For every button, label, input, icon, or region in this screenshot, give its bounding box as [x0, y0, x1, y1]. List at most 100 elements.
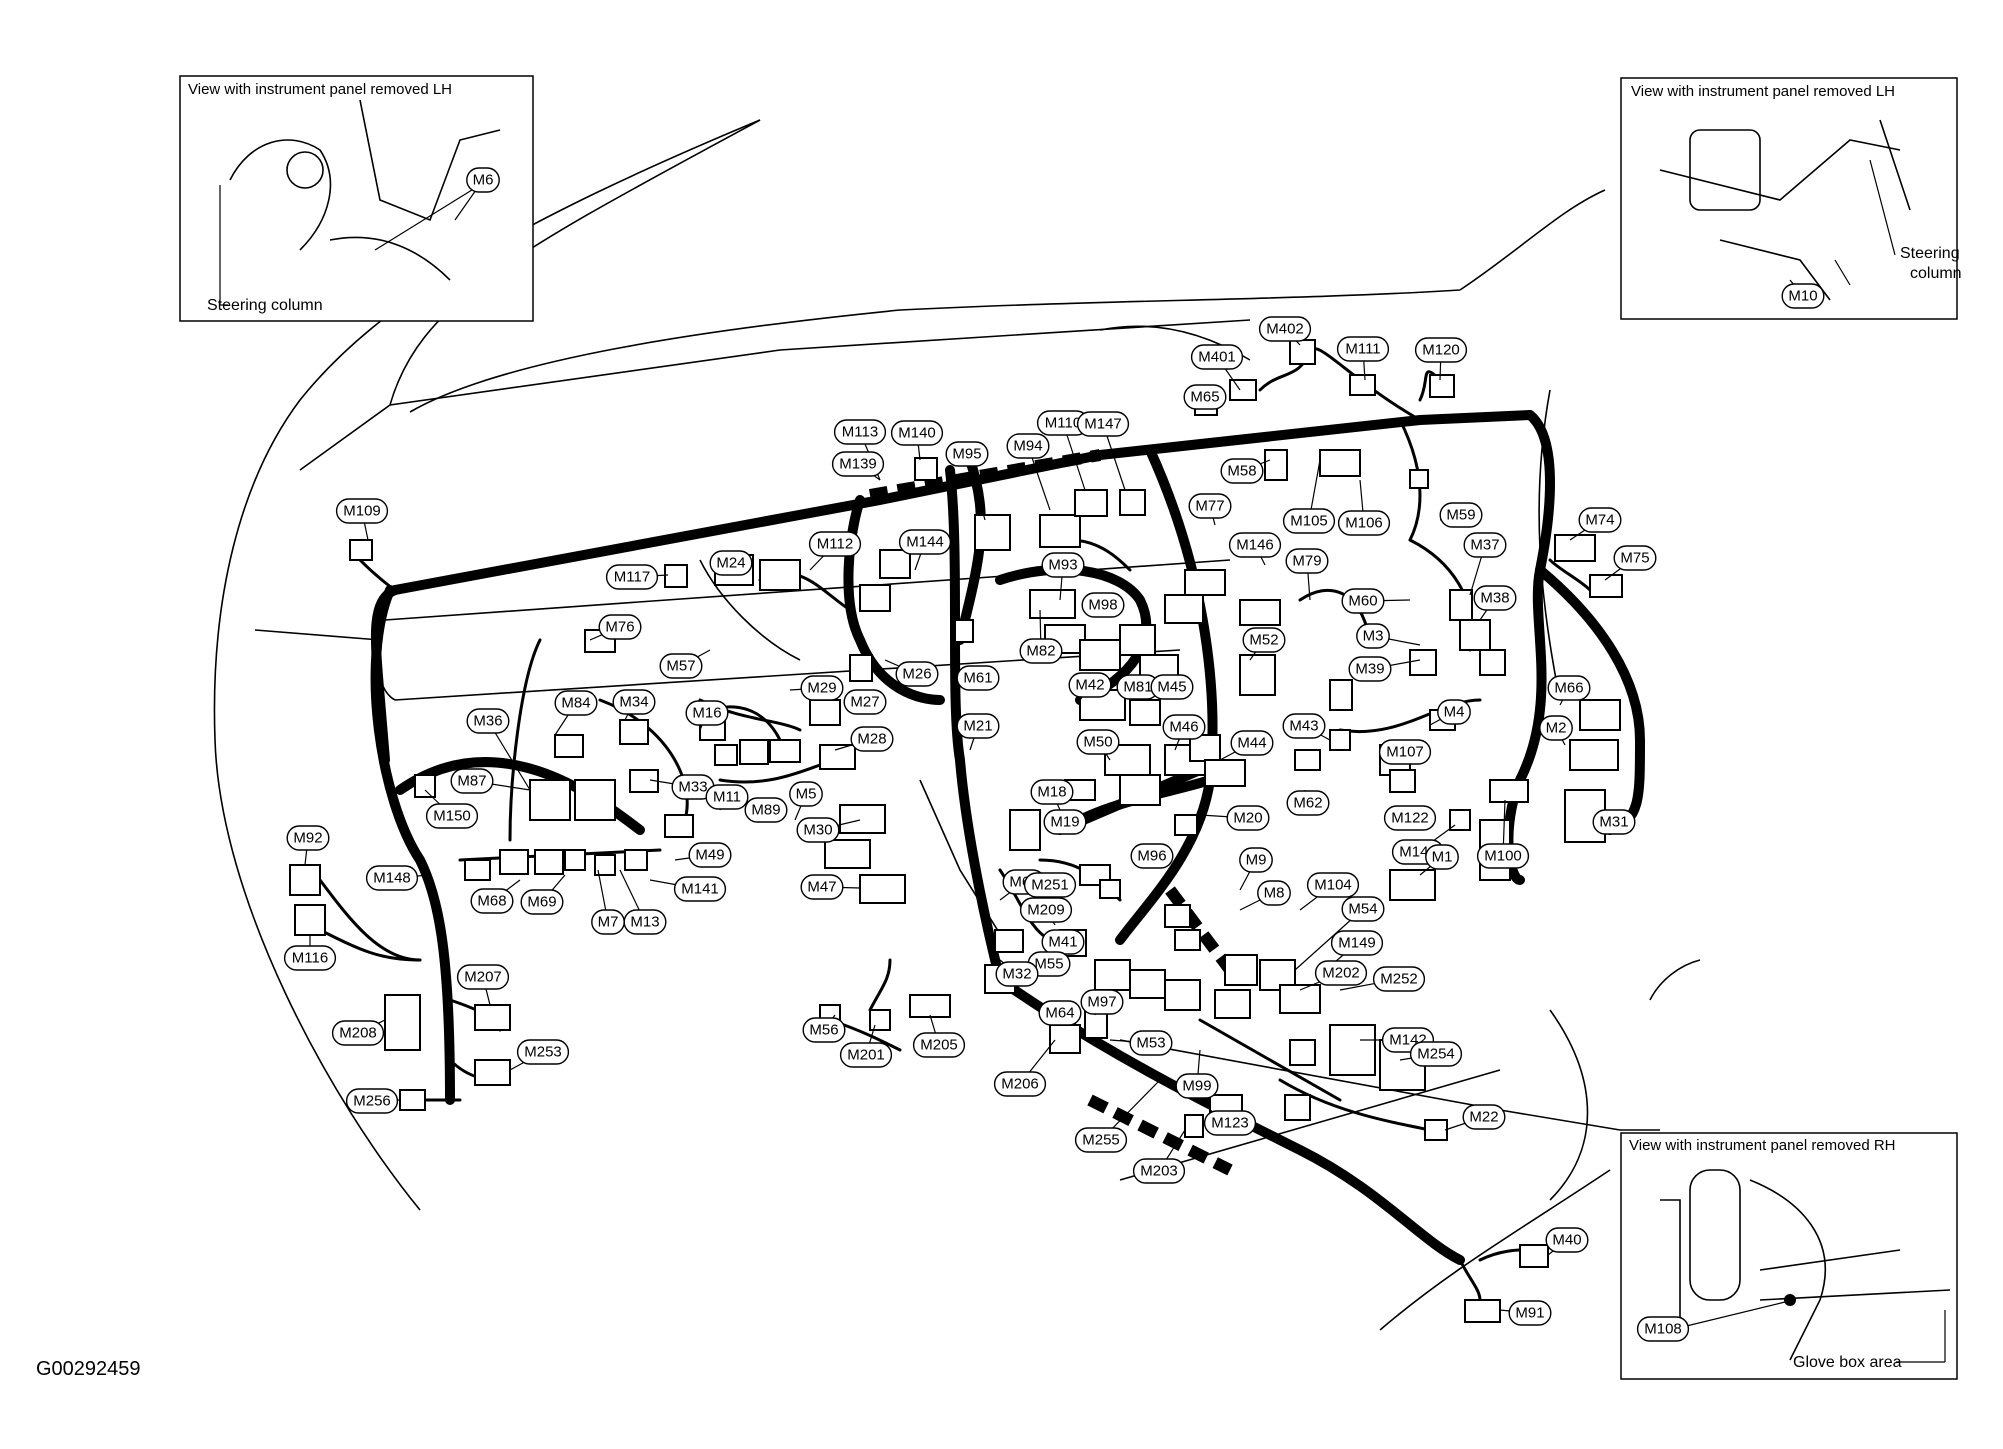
callout-label: M31	[1599, 814, 1628, 831]
callout-bubble	[995, 961, 1039, 987]
callout-label: M39	[1355, 661, 1384, 678]
callout-label: M75	[1620, 550, 1649, 567]
connector-callout-m52: M52	[1242, 627, 1286, 653]
callout-bubble	[1348, 656, 1392, 682]
connector-callout-m21: M21	[956, 713, 1000, 739]
connector-callout-m140: M140	[890, 420, 944, 446]
callout-label: M117	[614, 569, 650, 586]
callout-label: M205	[920, 1037, 958, 1054]
callout-bubble	[1473, 585, 1517, 611]
callout-label: M147	[1084, 416, 1122, 433]
callout-bubble	[1226, 805, 1270, 831]
connector-callout-m113: M113	[833, 419, 887, 445]
connector-callout-m251: M251	[1023, 872, 1077, 898]
connector-callout-m75: M75	[1613, 545, 1657, 571]
inset-lh-m61-note: Steering column	[207, 297, 323, 314]
callout-bubble	[1476, 843, 1530, 869]
callout-bubble	[898, 529, 952, 555]
callout-label: M99	[1182, 1078, 1211, 1095]
callout-label: M55	[1034, 956, 1063, 973]
callout-label: M110	[1045, 415, 1081, 432]
callout-bubble	[516, 1039, 570, 1065]
connector-callout-m76: M76	[598, 614, 642, 640]
callout-label: M66	[1554, 680, 1583, 697]
connector-callout-m42: M42	[1068, 672, 1112, 698]
callout-label: M76	[605, 619, 634, 636]
connector-callout-m32: M32	[995, 961, 1039, 987]
connector-callout-m68: M68	[470, 888, 514, 914]
callout-label: M95	[952, 446, 981, 463]
callout-label: M109	[343, 503, 381, 520]
connector-callout-m123: M123	[1203, 1110, 1257, 1136]
connector-callout-m49: M49	[688, 842, 732, 868]
connector-callout-m74: M74	[1578, 507, 1622, 533]
callout-bubble	[800, 874, 844, 900]
connector-callout-m65: M65	[1183, 384, 1227, 410]
connector-callout-m56: M56	[802, 1017, 846, 1043]
callout-bubble	[789, 781, 823, 807]
callout-label: M116	[292, 950, 328, 967]
connector-callout-m81: M81	[1116, 674, 1160, 700]
callout-label: M49	[695, 847, 724, 864]
connector-callout-m141: M141	[673, 876, 727, 902]
callout-bubble	[1282, 713, 1326, 739]
callout-bubble	[520, 889, 564, 915]
callout-bubble	[1282, 508, 1336, 534]
callout-label: M54	[1348, 901, 1377, 918]
connector-callout-m91: M91	[1508, 1300, 1552, 1326]
callout-label: M42	[1075, 677, 1104, 694]
callout-label: M58	[1227, 463, 1256, 480]
connector-callout-m99: M99	[1175, 1073, 1219, 1099]
connector-callout-m110: M110	[1036, 410, 1090, 436]
connector-callout-m256: M256	[345, 1088, 399, 1114]
callout-label: M20	[1233, 810, 1262, 827]
connector-callout-m252: M252	[1372, 966, 1426, 992]
callout-bubble	[1257, 880, 1291, 906]
connector-callout-m104: M104	[1306, 872, 1360, 898]
callout-label: M79	[1292, 553, 1321, 570]
connector-callout-m13: M13	[623, 909, 667, 935]
inset-lh-m61: View with instrument panel removed LH St…	[179, 75, 534, 322]
callout-bubble	[554, 690, 598, 716]
callout-label: M98	[1088, 597, 1117, 614]
connector-callout-m2: M2	[1539, 715, 1573, 741]
callout-label: M113	[842, 424, 878, 441]
connector-callout-m46: M46	[1162, 714, 1206, 740]
connector-callout-m207: M207	[456, 964, 510, 990]
callout-label: M28	[857, 731, 886, 748]
callout-label: M32	[1002, 966, 1031, 983]
connector-callout-m148: M148	[365, 865, 419, 891]
callout-bubble	[956, 665, 1000, 691]
callout-bubble	[1076, 411, 1130, 437]
callout-bubble	[1043, 809, 1087, 835]
connector-callout-m66: M66	[1547, 675, 1591, 701]
callout-label: M254	[1417, 1046, 1455, 1063]
connector-callout-m30: M30	[796, 817, 840, 843]
connector-callout-m64: M64	[1038, 1000, 1082, 1026]
callout-label: M29	[807, 680, 836, 697]
callout-bubble	[1080, 989, 1124, 1015]
callout-label: M36	[473, 713, 502, 730]
callout-label: M141	[681, 881, 719, 898]
connector-callout-m108: M108	[1636, 1316, 1690, 1342]
callout-bubble	[1019, 638, 1063, 664]
callout-bubble	[1175, 1073, 1219, 1099]
callout-bubble	[1463, 532, 1507, 558]
callout-label: M18	[1037, 784, 1066, 801]
callout-label: M251	[1031, 877, 1069, 894]
connector-callout-m87: M87	[450, 768, 494, 794]
callout-bubble	[895, 661, 939, 687]
inset-rh-m79: View with instrument panel removed RH Gl…	[1620, 1132, 1958, 1380]
connector-callout-m44: M44	[1230, 730, 1274, 756]
connector-callout-m94: M94	[1006, 433, 1050, 459]
connector-callout-m62: M62	[1286, 790, 1330, 816]
callout-bubble	[1314, 960, 1368, 986]
connector-callout-m201: M201	[839, 1042, 893, 1068]
connector-callout-m24: M24	[709, 550, 753, 576]
callout-label: M77	[1195, 498, 1224, 515]
callout-bubble	[659, 653, 703, 679]
callout-bubble	[1337, 510, 1391, 536]
callout-label: M40	[1552, 1232, 1581, 1249]
callout-label: M82	[1026, 643, 1055, 660]
connector-callout-m53: M53	[1129, 1030, 1173, 1056]
